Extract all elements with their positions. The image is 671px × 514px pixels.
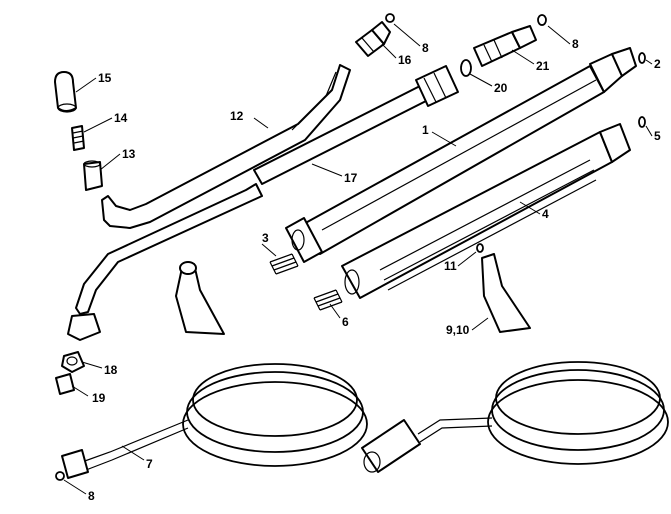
o-ring-5 xyxy=(638,116,646,128)
part-12-lance-tube xyxy=(101,64,351,229)
callout-4: 4 xyxy=(542,207,549,221)
part-3-spring xyxy=(269,253,299,275)
part-13-sleeve xyxy=(83,160,103,191)
part-16-nozzle xyxy=(355,21,391,57)
callout-8-top: 8 xyxy=(422,41,429,55)
part-17-tube xyxy=(67,65,459,341)
part-14-insert xyxy=(71,125,85,151)
o-ring-8-bottom xyxy=(55,471,65,481)
callout-20: 20 xyxy=(494,81,508,95)
part-4-grip-wand xyxy=(341,123,631,299)
part-6-spring xyxy=(313,289,343,311)
callout-2: 2 xyxy=(654,57,661,71)
o-ring-8-right xyxy=(537,14,547,26)
callout-8-right: 8 xyxy=(572,37,579,51)
callout-labels: 15 14 13 12 17 16 8 20 21 8 2 1 5 4 3 6 … xyxy=(88,37,661,503)
leader-lines xyxy=(63,23,653,495)
part-21-coupler xyxy=(473,25,537,67)
callout-7: 7 xyxy=(146,457,153,471)
callout-19: 19 xyxy=(92,391,106,405)
callout-6: 6 xyxy=(342,315,349,329)
callout-17: 17 xyxy=(344,171,358,185)
o-ring-20 xyxy=(460,59,472,77)
callout-3: 3 xyxy=(262,231,269,245)
callout-12: 12 xyxy=(230,109,244,123)
callout-11: 11 xyxy=(444,259,457,273)
callout-16: 16 xyxy=(398,53,412,67)
o-ring-11 xyxy=(476,243,484,253)
part-15-cap xyxy=(54,71,77,113)
callout-1: 1 xyxy=(422,123,429,137)
part-7-hose xyxy=(61,261,368,479)
o-ring-2 xyxy=(638,52,646,64)
callout-13: 13 xyxy=(122,147,136,161)
callout-21: 21 xyxy=(536,59,550,73)
part-19-fitting xyxy=(55,373,75,395)
callout-14: 14 xyxy=(114,111,128,125)
part-1-spray-wand xyxy=(285,47,637,263)
callout-15: 15 xyxy=(98,71,112,85)
callout-18: 18 xyxy=(104,363,118,377)
part-o-rings xyxy=(55,13,646,481)
callout-5: 5 xyxy=(654,129,661,143)
o-ring-8-top xyxy=(385,13,395,23)
callout-9-10: 9,10 xyxy=(446,323,470,337)
part-9-10-hose xyxy=(361,253,669,473)
callout-8-bottom: 8 xyxy=(88,489,95,503)
part-18-nut xyxy=(61,351,85,373)
